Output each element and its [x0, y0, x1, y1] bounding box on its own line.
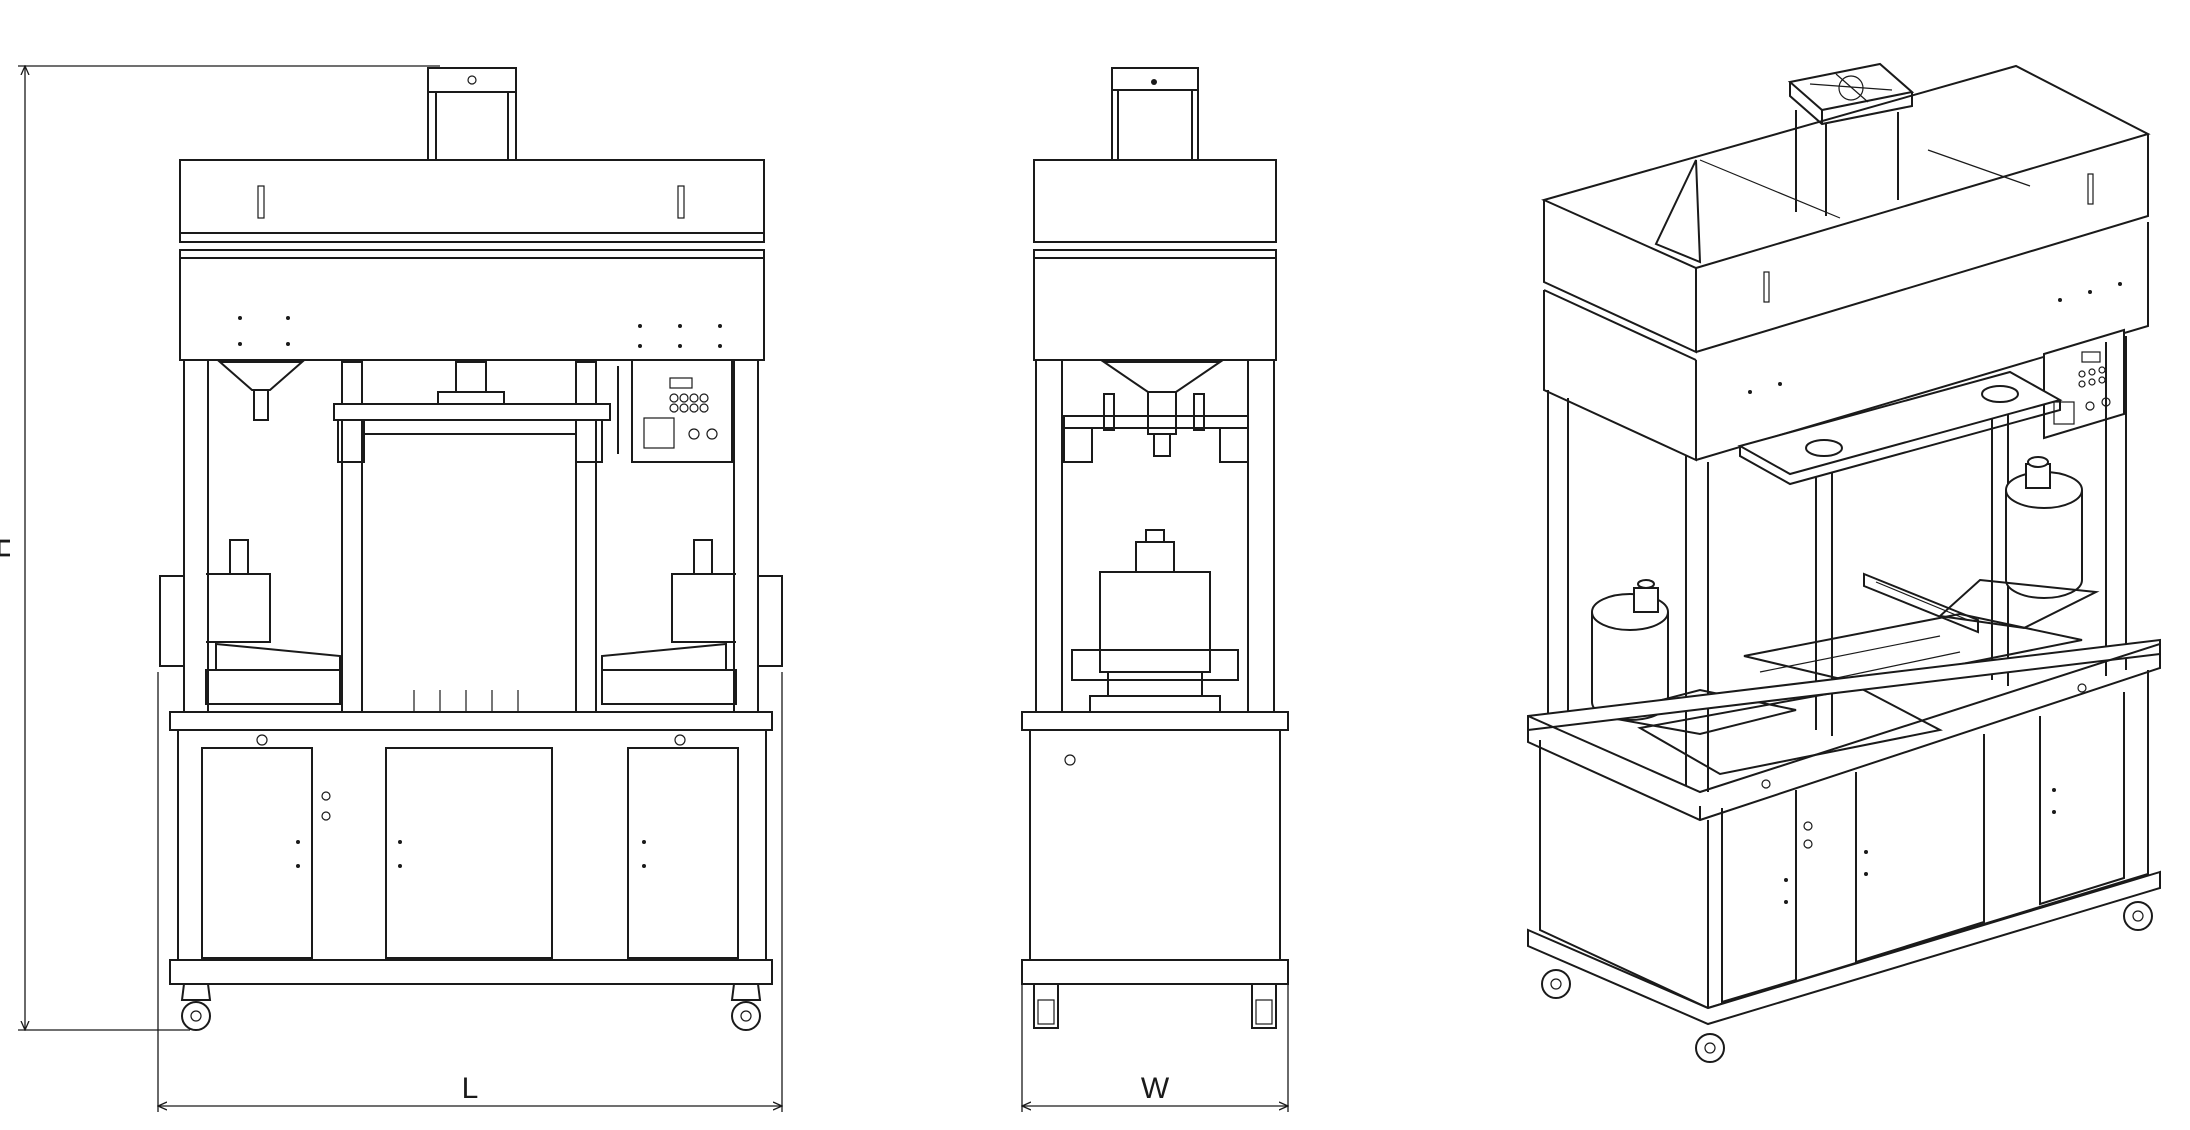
front-caster-right	[730, 983, 762, 1031]
side-view	[1021, 67, 1289, 1029]
width-dimension: W	[1022, 984, 1288, 1112]
iso-caster-front	[1695, 1033, 1725, 1063]
width-label: W	[1141, 1072, 1170, 1105]
keypad-icon	[669, 393, 709, 413]
height-dimension: H	[0, 66, 440, 1030]
height-label: H	[0, 537, 17, 559]
side-caster-left	[1033, 983, 1059, 1029]
front-caster-left	[180, 983, 212, 1031]
length-dimension: L	[158, 672, 782, 1112]
isometric-view	[1527, 62, 2161, 1063]
side-caster-right	[1251, 983, 1277, 1029]
length-label: L	[462, 1072, 479, 1105]
fan-icon	[1809, 73, 1893, 103]
iso-caster-right	[2123, 901, 2153, 931]
iso-caster-left	[1541, 969, 1571, 999]
front-view	[159, 67, 783, 1031]
